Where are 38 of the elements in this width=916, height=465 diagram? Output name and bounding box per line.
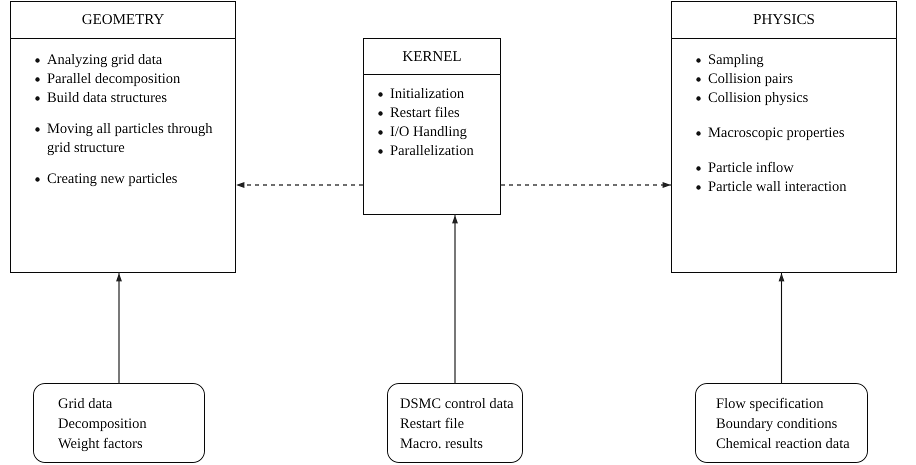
list-item: Moving all particles through grid structure [47,121,213,156]
list-item: Sampling [708,52,764,68]
list-item: Collision pairs [708,71,793,87]
input-data-box [387,383,523,463]
data-item: Boundary conditions [716,415,838,434]
list-item: I/O Handling [390,124,467,140]
list-item: Particle inflow [708,160,794,176]
data-item: Flow specification [716,395,825,414]
list-item: Macroscopic properties [708,125,844,141]
list-item: Build data structures [47,90,168,106]
arrow [452,215,458,383]
list-item: Collision physics [708,90,808,106]
data-item: Chemical reaction data [716,435,851,454]
module-title: GEOMETRY [11,2,235,39]
list-item: Initialization [390,86,464,102]
list-item: Particle wall interaction [708,179,847,195]
data-item: Restart file [400,415,466,434]
input-data-box [33,383,205,463]
module-title: KERNEL [364,39,500,75]
list-item: Parallelization [390,143,474,159]
list-item: Restart files [390,105,460,121]
data-item: Macro. results [400,435,484,454]
arrow [778,273,784,383]
list-item: Creating new particles [47,171,178,187]
arrow [501,182,671,188]
data-item: Grid data [58,395,114,414]
module-box [671,1,897,273]
data-item: Weight factors [58,435,144,454]
arrow [116,273,122,383]
module-box [363,38,501,215]
arrow [236,182,363,188]
input-data-box [695,383,868,463]
data-item: Decomposition [58,415,148,434]
data-item: DSMC control data [400,395,515,414]
module-box [10,1,236,273]
list-item: Analyzing grid data [47,52,162,68]
module-title: PHYSICS [672,2,896,39]
list-item: Parallel decomposition [47,71,180,87]
